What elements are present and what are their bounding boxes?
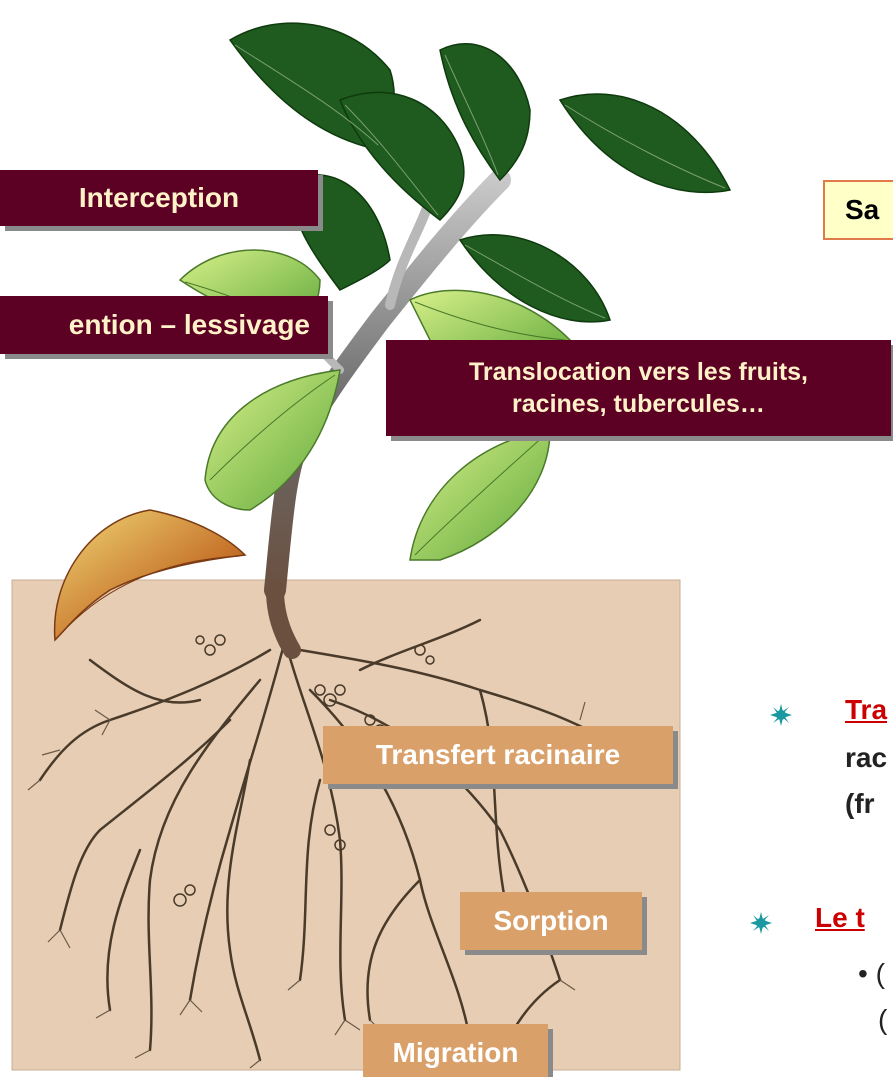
- sorption-label: Sorption: [460, 892, 642, 950]
- teal-star-icon: [770, 704, 792, 726]
- migration-label: Migration: [363, 1024, 548, 1077]
- translocation-label: Translocation vers les fruits, racines, …: [386, 340, 891, 436]
- retention-text: ention – lessivage: [69, 309, 310, 341]
- transfert-text: Transfert racinaire: [376, 739, 620, 771]
- top-right-box-text: Sa: [845, 194, 879, 226]
- translocation-text-line2: racines, tubercules…: [512, 388, 765, 420]
- soil-block: [12, 580, 680, 1070]
- retention-label: ention – lessivage: [0, 296, 328, 354]
- translocation-text-line1: Translocation vers les fruits,: [469, 356, 808, 388]
- bullet2-heading: Le t: [815, 902, 865, 934]
- migration-text: Migration: [393, 1037, 519, 1069]
- transfert-racinaire-label: Transfert racinaire: [323, 726, 673, 784]
- bullet1-line3: (fr: [845, 788, 875, 820]
- bullet2-sub2: (: [878, 1004, 887, 1036]
- bullet2-sub: • (: [858, 958, 885, 990]
- top-right-box: Sa: [823, 180, 893, 240]
- bullet1-heading: Tra: [845, 694, 887, 726]
- interception-text: Interception: [79, 182, 239, 214]
- interception-label: Interception: [0, 170, 318, 226]
- sorption-text: Sorption: [493, 905, 608, 937]
- bullet1-line2: rac: [845, 742, 887, 774]
- teal-star-icon: [750, 912, 772, 934]
